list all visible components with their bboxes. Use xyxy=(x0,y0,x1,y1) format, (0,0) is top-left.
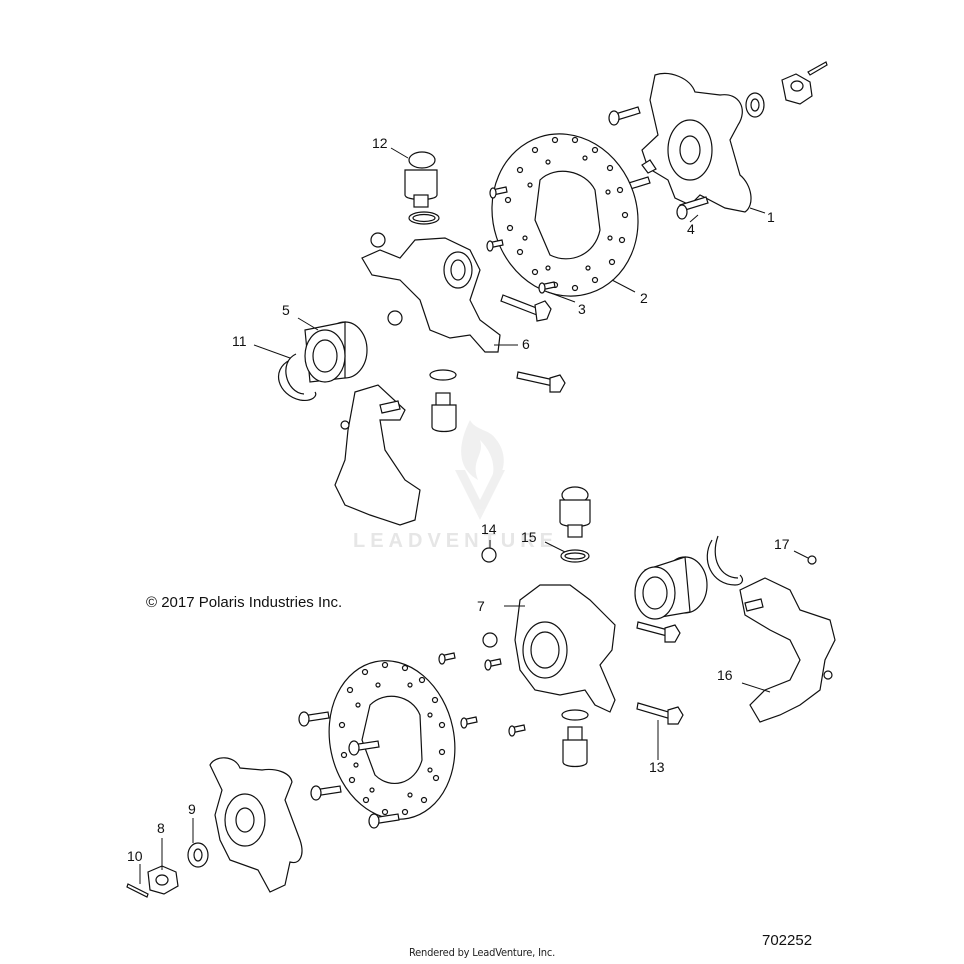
hub-part-1 xyxy=(641,72,752,213)
bleeder-left xyxy=(340,420,350,430)
callout-11: 11 xyxy=(232,333,247,349)
callout-13: 13 xyxy=(649,759,665,775)
nut-small-bottom xyxy=(482,632,498,648)
snap-ring-15 xyxy=(560,549,590,563)
retaining-ring-bottom xyxy=(706,535,744,586)
caliper-bracket-right xyxy=(739,577,836,723)
callout-8: 8 xyxy=(157,820,165,836)
bolt-small-7 xyxy=(508,724,526,737)
bolt-small-5 xyxy=(484,658,502,671)
bolt-small-2 xyxy=(486,239,504,252)
bleeder-right-low xyxy=(823,670,833,680)
nut-small-mid xyxy=(387,310,403,326)
stud-f xyxy=(310,785,342,801)
callout-labels: 1 2 3 4 5 6 7 8 9 10 11 12 13 14 15 16 1… xyxy=(127,135,790,864)
long-bolt-top xyxy=(500,294,552,322)
knuckle-top xyxy=(361,237,501,353)
watermark-logo xyxy=(455,420,505,520)
bolt-small-1 xyxy=(489,186,508,199)
long-bolt-mid xyxy=(516,371,566,393)
callout-9: 9 xyxy=(188,801,196,817)
long-bolt-13 xyxy=(636,702,684,725)
callout-1: 1 xyxy=(767,209,775,225)
callout-4: 4 xyxy=(687,221,695,237)
retaining-ring-top xyxy=(278,353,317,401)
knuckle-bottom xyxy=(514,584,616,713)
snap-ring-mid xyxy=(429,369,457,381)
callout-6: 6 xyxy=(522,336,530,352)
hub-bottom xyxy=(209,757,303,893)
castle-nut-8 xyxy=(147,865,179,895)
callout-15: 15 xyxy=(521,529,537,545)
copyright-text: © 2017 Polaris Industries Inc. xyxy=(146,594,343,611)
ball-joint-top xyxy=(404,151,438,208)
callout-5: 5 xyxy=(282,302,290,318)
stud-d xyxy=(298,711,330,727)
snap-ring-top xyxy=(408,211,440,225)
callout-12: 12 xyxy=(372,135,388,151)
long-bolt-bottom-a xyxy=(636,621,681,643)
washer-9 xyxy=(187,842,209,868)
callout-7: 7 xyxy=(477,598,485,614)
bearing-top xyxy=(304,321,368,383)
snap-ring-lower xyxy=(561,709,589,721)
callout-17: 17 xyxy=(774,536,790,552)
nut-14 xyxy=(481,547,497,563)
bleeder-17 xyxy=(807,555,817,565)
bolt-small-3 xyxy=(538,281,556,294)
callout-2: 2 xyxy=(640,290,648,306)
cotter-pin-10 xyxy=(126,883,149,898)
drawing-number: 702252 xyxy=(762,932,813,949)
nut-small-top xyxy=(370,232,386,248)
stud-e xyxy=(348,740,380,756)
stud-g xyxy=(368,813,400,829)
ball-joint-lower-a xyxy=(559,486,591,538)
washer-top xyxy=(745,92,765,118)
callout-10: 10 xyxy=(127,848,143,864)
callout-14: 14 xyxy=(481,521,497,537)
rendered-by-text: Rendered by LeadVenture, Inc. xyxy=(408,946,556,959)
caliper-bracket-left xyxy=(334,384,421,526)
callout-3: 3 xyxy=(578,301,586,317)
brake-disc-bottom xyxy=(328,660,456,820)
ball-joint-mid xyxy=(431,392,457,433)
stud-a xyxy=(608,106,641,126)
bearing-bottom xyxy=(634,556,708,620)
watermark-text: LEADVENTURE xyxy=(353,530,559,552)
callout-16: 16 xyxy=(717,667,733,683)
bolt-small-6 xyxy=(460,716,478,729)
brake-disc-top xyxy=(491,133,639,297)
leader-lines xyxy=(139,147,809,884)
bolt-small-4 xyxy=(438,652,456,665)
ball-joint-lower-b xyxy=(562,726,588,768)
castle-nut-top xyxy=(781,61,828,105)
stud-c xyxy=(676,196,709,220)
